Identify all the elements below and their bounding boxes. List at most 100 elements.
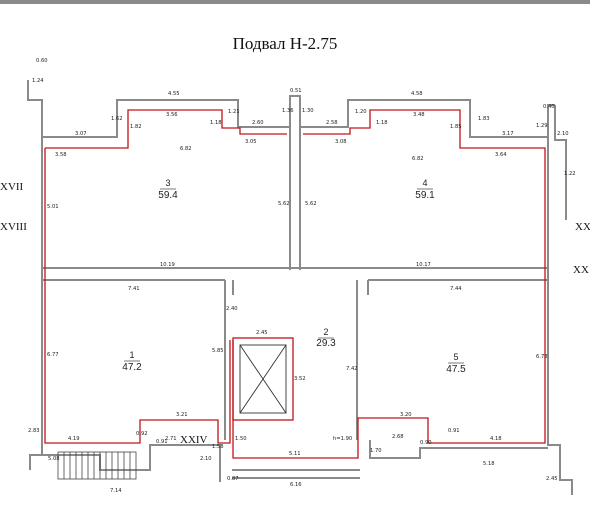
- room-area-5: 47.5: [446, 364, 466, 375]
- dimension-labels: 0.60 1.24 4.55 0.51 4.58 0.40 3.07 1.62 …: [28, 58, 576, 494]
- dim-label: 2.83: [28, 428, 40, 434]
- dim-label: 2.68: [392, 434, 404, 440]
- dim-label: 3.58: [55, 152, 67, 158]
- dim-label: 6.82: [180, 146, 192, 152]
- room-labels: 3 59.4 4 59.1 1 47.2 2 29.3 5 47.5: [122, 178, 466, 375]
- room-area-2: 29.3: [316, 338, 336, 349]
- dim-label: 1.62: [111, 116, 123, 122]
- dim-label: 1.50: [235, 436, 247, 442]
- dim-label: 0.92: [136, 431, 148, 437]
- dim-label: 2.58: [326, 120, 338, 126]
- dim-label: 10.19: [160, 262, 175, 268]
- dim-label: 2.10: [200, 456, 212, 462]
- dim-label: 2.71: [165, 436, 177, 442]
- dim-label: 3.17: [502, 131, 514, 137]
- dim-label: 5.01: [47, 204, 59, 210]
- dim-label: 0.87: [227, 476, 239, 482]
- dim-label: 0.40: [543, 104, 555, 110]
- dim-label: 1.20: [355, 109, 367, 115]
- dim-label: 0.60: [36, 58, 48, 64]
- dim-label: 5.62: [278, 201, 290, 207]
- room-area-3: 59.4: [158, 190, 178, 201]
- walls: [27, 80, 573, 495]
- dim-label: 10.17: [416, 262, 431, 268]
- room-area-1: 47.2: [122, 362, 142, 373]
- dim-label: 1.24: [32, 78, 44, 84]
- dim-label: 7.41: [128, 286, 140, 292]
- dim-label: 2.60: [252, 120, 264, 126]
- dim-label: 7.44: [450, 286, 462, 292]
- dim-label: 1.70: [370, 448, 382, 454]
- room-outlines: [44, 109, 546, 459]
- axis-label-right-bottom: XX: [573, 264, 589, 276]
- axis-label-right-top: XX: [575, 221, 590, 233]
- dim-label: 1.58: [212, 444, 224, 450]
- dim-label: 1.36: [282, 108, 294, 114]
- outer-wall-right-step: [554, 105, 567, 220]
- room-area-4: 59.1: [415, 190, 435, 201]
- dim-label: 0.51: [290, 88, 302, 94]
- dim-label: 3.20: [400, 412, 412, 418]
- room-number-4: 4: [422, 178, 427, 188]
- axis-label-xvii: XVII: [0, 181, 24, 193]
- dim-label: 6.82: [412, 156, 424, 162]
- dim-label: 2.45: [256, 330, 268, 336]
- dim-label: 2.10: [557, 131, 569, 137]
- outer-wall-left: [29, 137, 43, 470]
- dim-label: 0.91: [448, 428, 460, 434]
- dim-label: 1.18: [210, 120, 222, 126]
- dim-label: 2.40: [226, 306, 238, 312]
- dim-label: 7.14: [110, 488, 122, 494]
- dim-label: 4.19: [68, 436, 80, 442]
- dim-label: 3.48: [413, 112, 425, 118]
- lift-shaft: [239, 344, 287, 414]
- dim-label: 5.11: [289, 451, 301, 457]
- dim-label: 1.29: [536, 123, 548, 129]
- outline-left: [44, 148, 231, 444]
- dim-label: 4.55: [168, 91, 180, 97]
- dim-label: 6.78: [536, 354, 548, 360]
- room-number-2: 2: [323, 327, 328, 337]
- dim-label: 1.30: [302, 108, 314, 114]
- dim-label: h=1.90: [333, 436, 352, 442]
- plan-title: Подвал Н-2.75: [232, 34, 338, 53]
- outer-wall-right: [547, 137, 573, 495]
- dim-label: 3.52: [294, 376, 306, 382]
- dim-label: 6.16: [290, 482, 302, 488]
- axis-label-xviii: XVIII: [0, 221, 27, 233]
- stairs: [57, 451, 137, 480]
- dim-label: 2.45: [546, 476, 558, 482]
- dim-label: 5.62: [305, 201, 317, 207]
- dim-label: 1.82: [130, 124, 142, 130]
- room-number-1: 1: [129, 350, 134, 360]
- dim-label: 0.90: [420, 440, 432, 446]
- dim-label: 1.83: [478, 116, 490, 122]
- dim-label: 3.08: [335, 139, 347, 145]
- top-border-line: [0, 0, 590, 4]
- dim-label: 5.08: [48, 456, 60, 462]
- dim-label: 1.18: [376, 120, 388, 126]
- outline-top-left: [45, 109, 287, 149]
- axis-labels: XVII XVIII XX XX XXIV: [0, 181, 590, 446]
- dim-label: 1.85: [450, 124, 462, 130]
- dim-label: 4.18: [490, 436, 502, 442]
- axis-label-xxiv: XXIV: [180, 434, 208, 446]
- dim-label: 5.18: [483, 461, 495, 467]
- dim-label: 5.85: [212, 348, 224, 354]
- dim-label: 7.42: [346, 366, 358, 372]
- dim-label: 1.22: [564, 171, 576, 177]
- dim-label: 3.07: [75, 131, 87, 137]
- outline-right: [232, 109, 546, 459]
- dim-label: 3.05: [245, 139, 257, 145]
- dim-label: 3.21: [176, 412, 188, 418]
- dim-label: 3.64: [495, 152, 507, 158]
- room-number-3: 3: [165, 178, 170, 188]
- room-number-5: 5: [453, 352, 458, 362]
- dim-label: 6.77: [47, 352, 59, 358]
- dim-label: 0.91: [156, 439, 168, 445]
- dim-label: 4.58: [411, 91, 423, 97]
- dim-label: 1.21: [228, 109, 240, 115]
- dim-label: 3.56: [166, 112, 178, 118]
- outline-lift: [232, 337, 294, 421]
